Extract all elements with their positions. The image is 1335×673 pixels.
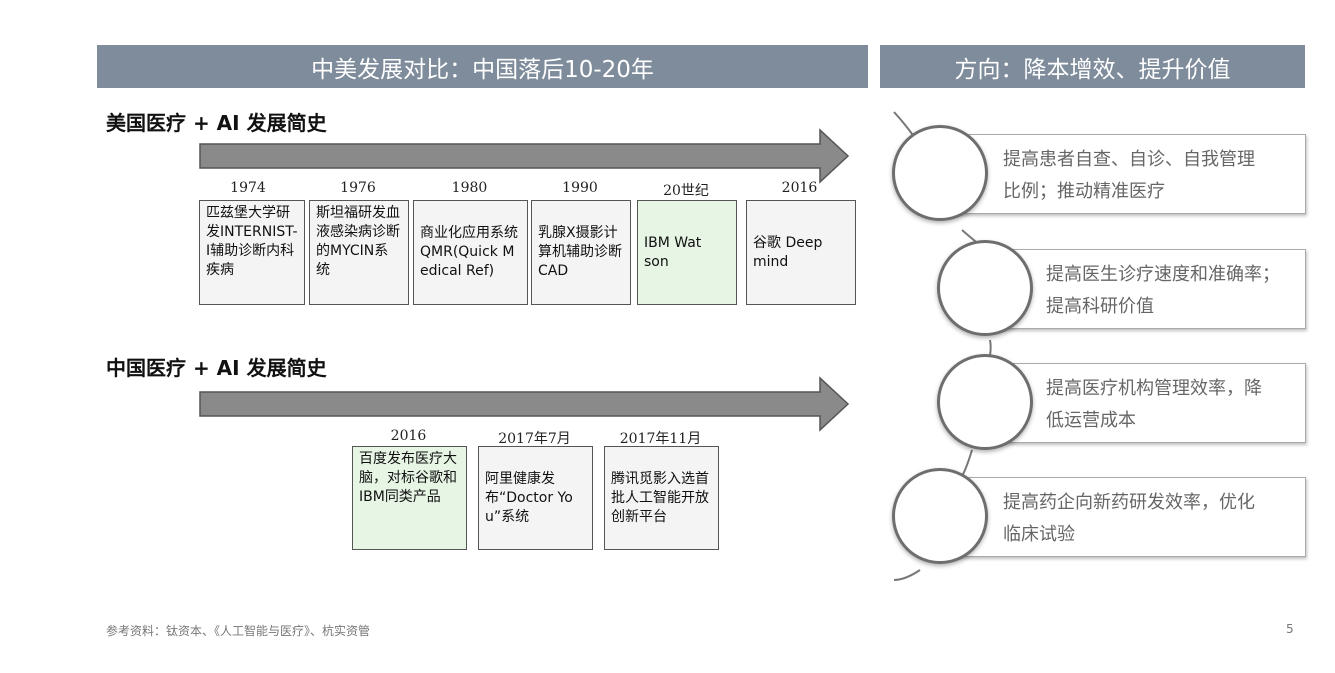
us-event-5: IBM Watson [637,200,737,305]
cn-year-3: 2017年11月 [619,431,702,447]
us-event-6: 谷歌 Deepmind [746,200,856,305]
us-timeline-arrow [199,128,850,184]
us-timeline-title: 美国医疗 + AI 发展简史 [106,111,327,135]
us-year-6: 2016 [781,180,818,196]
direction-2-line1: 提高医生诊疗速度和准确率； [1046,264,1280,285]
cn-year-2: 2017年7月 [498,431,571,447]
cn-event-1: 百度发布医疗大脑，对标谷歌和IBM同类产品 [352,446,467,550]
direction-circle-2 [937,240,1033,336]
direction-card-4: 提高药企向新药研发效率，优化 临床试验 [940,477,1306,557]
us-event-3-text: 商业化应用系统QMR(Quick Medical Ref) [420,225,518,279]
left-banner-text: 中美发展对比：中国落后10-20年 [311,56,654,83]
cn-event-2: 阿里健康发布“Doctor You”系统 [478,446,593,550]
direction-card-3: 提高医疗机构管理效率，降 低运营成本 [985,363,1306,443]
footer-source: 参考资料：钛资本、《人工智能与医疗》、杭实资管 [106,624,371,638]
us-year-2: 1976 [340,180,376,196]
direction-2-line2: 提高科研价值 [1046,296,1154,317]
direction-circle-3 [937,354,1033,450]
direction-1-line2: 比例；推动精准医疗 [1003,181,1165,202]
direction-4-line2: 临床试验 [1003,524,1075,545]
cn-event-3-text: 腾讯觅影入选首批人工智能开放创新平台 [611,470,709,525]
direction-card-1: 提高患者自查、自诊、自我管理 比例；推动精准医疗 [940,134,1306,214]
us-event-1-text: 匹兹堡大学研发INTERNIST-I辅助诊断内科疾病 [206,205,298,278]
cn-timeline-title: 中国医疗 + AI 发展简史 [106,356,327,380]
direction-circle-4 [892,468,988,564]
right-banner: 方向：降本增效、提升价值 [880,45,1305,88]
direction-circle-1 [892,125,988,221]
us-event-4: 乳腺X摄影计算机辅助诊断CAD [531,200,631,305]
direction-4-line1: 提高药企向新药研发效率，优化 [1003,492,1255,513]
cn-event-2-text: 阿里健康发布“Doctor You”系统 [485,470,573,525]
cn-timeline-arrow [199,376,850,432]
cn-event-3: 腾讯觅影入选首批人工智能开放创新平台 [604,446,719,550]
us-event-4-text: 乳腺X摄影计算机辅助诊断CAD [538,225,622,279]
cn-year-1: 2016 [390,428,427,444]
direction-3-line2: 低运营成本 [1046,410,1136,431]
us-event-2-text: 斯坦福研发血液感染病诊断的MYCIN系统 [316,205,400,278]
page-number: 5 [1286,622,1294,636]
us-year-1: 1974 [230,180,266,196]
cn-event-1-text: 百度发布医疗大脑，对标谷歌和IBM同类产品 [359,451,457,505]
us-event-5-text: IBM Watson [644,234,702,270]
us-event-1: 匹兹堡大学研发INTERNIST-I辅助诊断内科疾病 [199,200,305,305]
direction-1-line1: 提高患者自查、自诊、自我管理 [1003,149,1255,170]
direction-3-line1: 提高医疗机构管理效率，降 [1046,378,1262,399]
left-banner: 中美发展对比：中国落后10-20年 [97,45,868,88]
direction-card-2: 提高医生诊疗速度和准确率； 提高科研价值 [985,249,1306,329]
us-year-3: 1980 [451,180,488,196]
us-event-2: 斯坦福研发血液感染病诊断的MYCIN系统 [309,200,409,305]
us-year-5: 20世纪 [663,183,709,199]
right-banner-text: 方向：降本增效、提升价值 [954,56,1231,83]
us-year-4: 1990 [562,180,598,196]
us-event-6-text: 谷歌 Deepmind [753,234,823,270]
us-event-3: 商业化应用系统QMR(Quick Medical Ref) [413,200,528,305]
